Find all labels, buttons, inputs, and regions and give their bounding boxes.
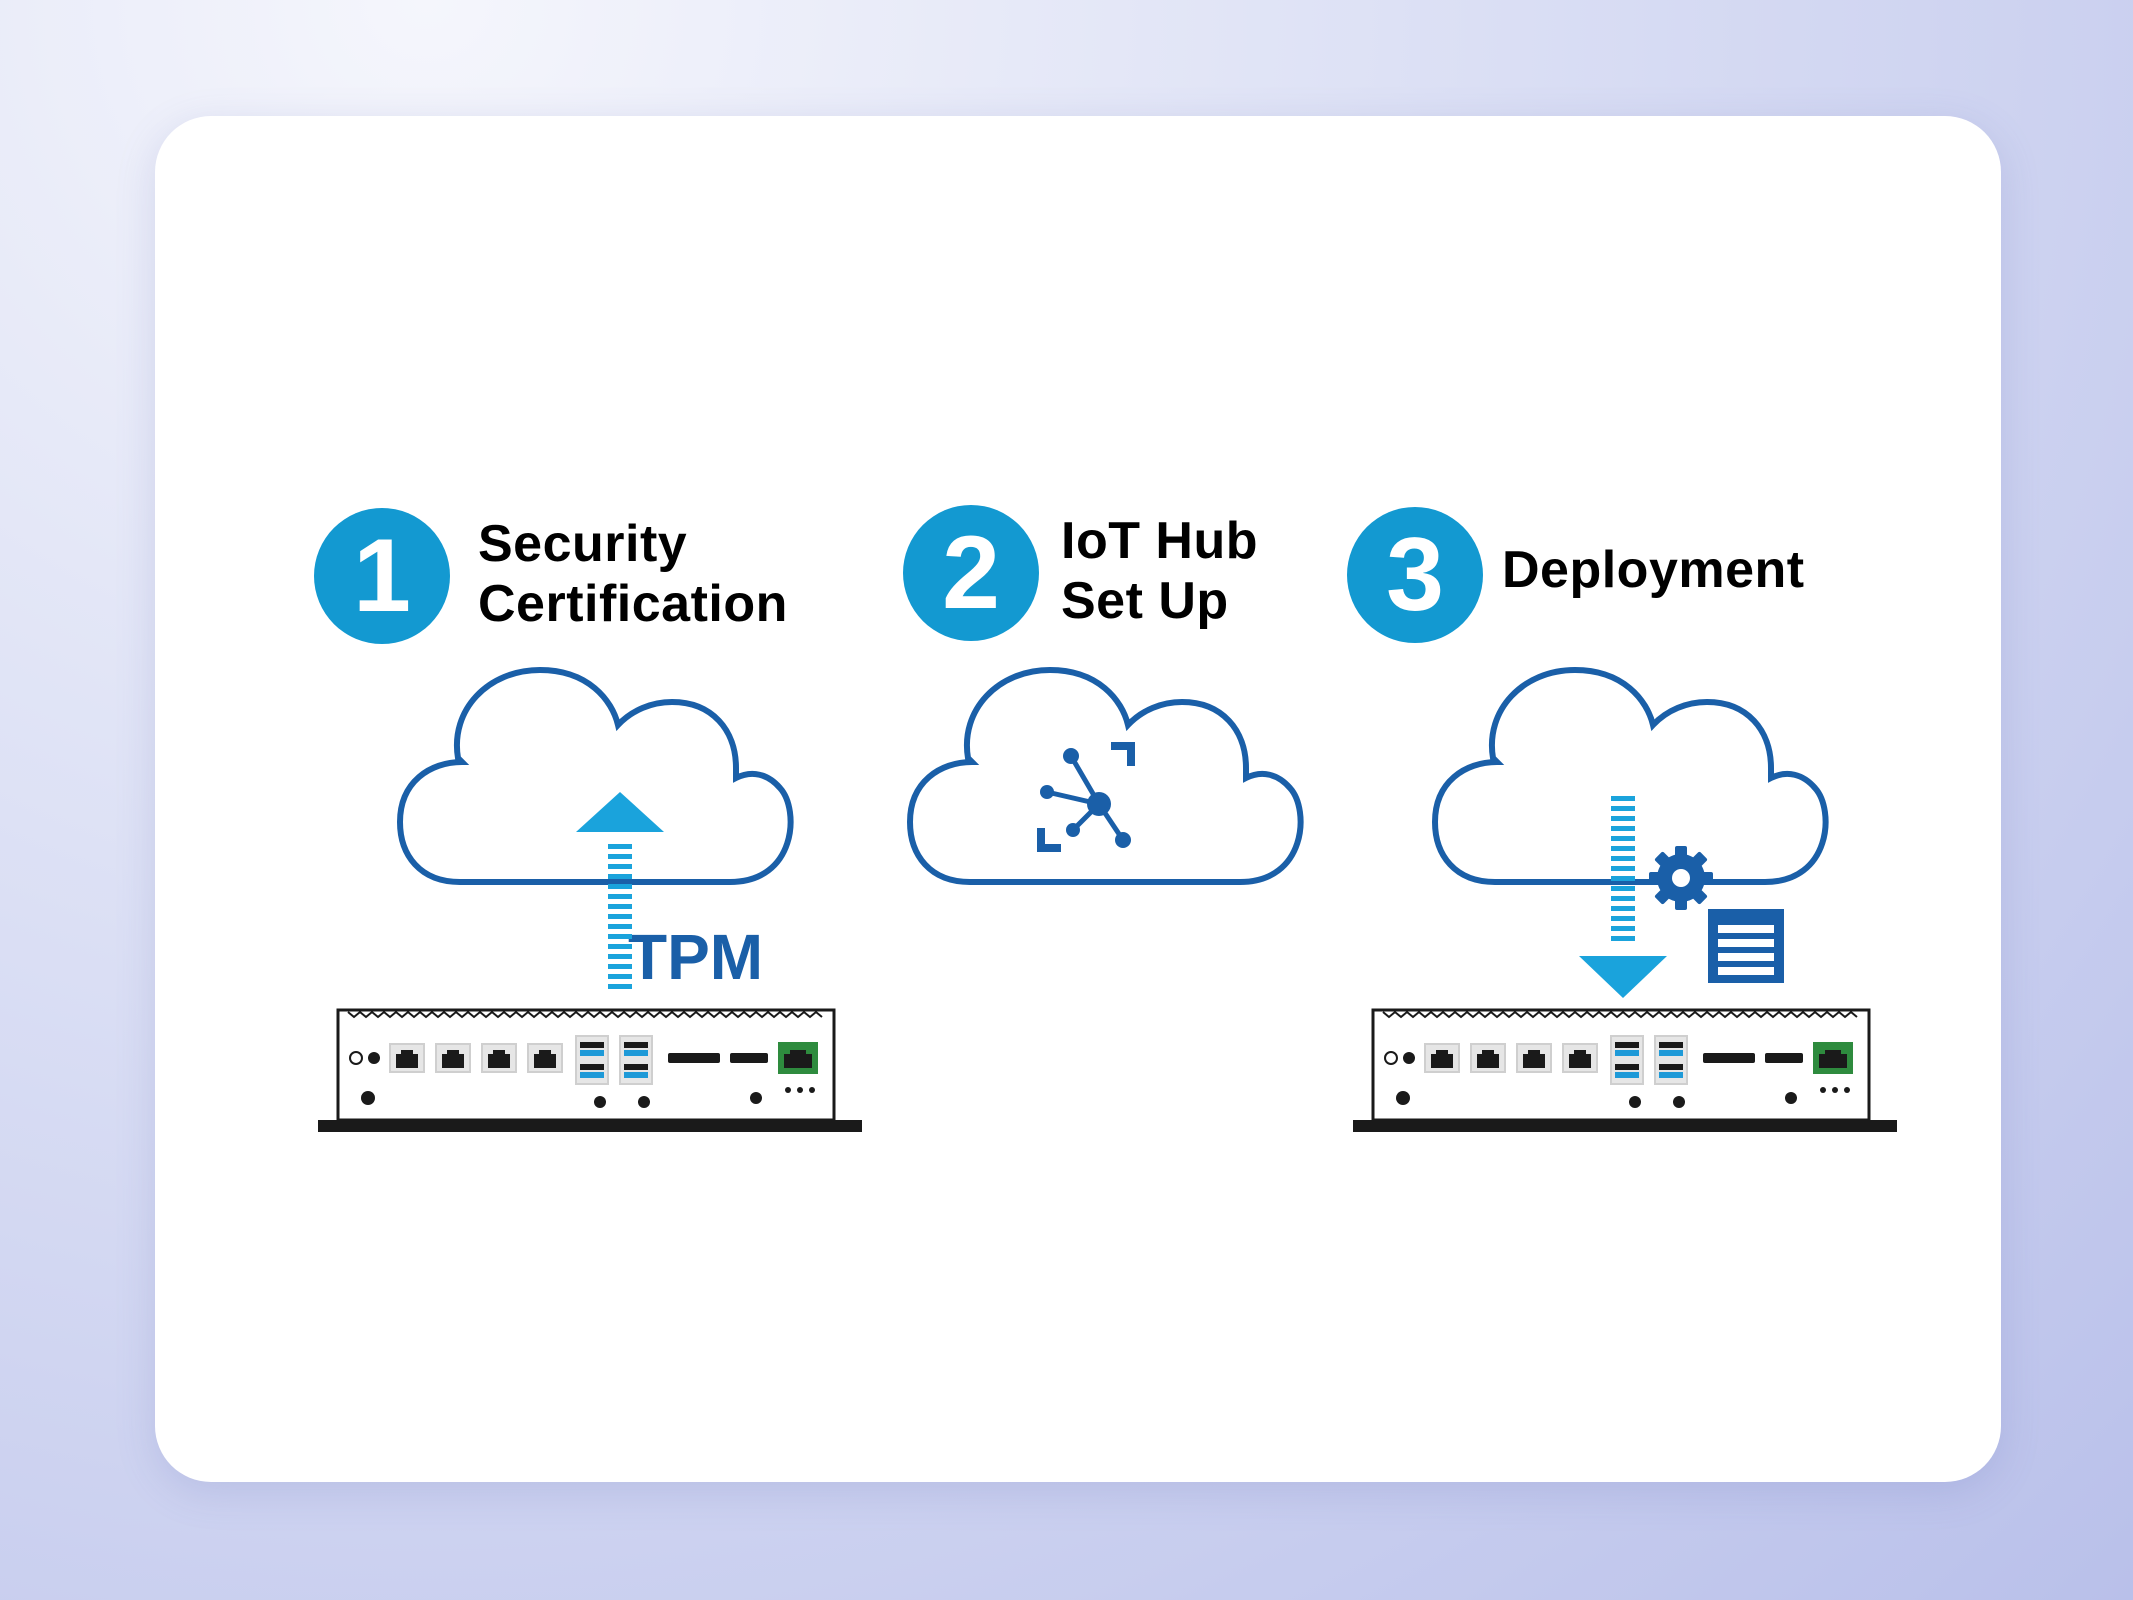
upload-arrow-icon <box>576 792 664 989</box>
step-3-title: Deployment <box>1502 540 1805 600</box>
gear-icon <box>1649 846 1713 910</box>
tpm-label: TPM <box>628 921 764 993</box>
step-3-edge-device <box>1351 1008 1899 1134</box>
download-arrow-icon <box>1579 796 1667 998</box>
step-1-number-badge: 1 <box>314 508 450 644</box>
step-2-title: IoT Hub Set Up <box>1061 511 1258 631</box>
step-2-title-line1: IoT Hub <box>1061 512 1259 570</box>
step-1-title-line2: Certification <box>478 575 788 633</box>
diagram-card: 1 Security Certification 2 IoT Hub Set U… <box>155 116 2001 1482</box>
step-1-title-line1: Security <box>478 515 688 573</box>
diagram-artwork <box>316 116 1899 1134</box>
step-2-cloud-icon <box>910 670 1301 882</box>
iot-hub-icon <box>1037 742 1135 852</box>
step-3-title-line1: Deployment <box>1502 541 1805 599</box>
step-1-edge-device <box>316 1008 864 1134</box>
step-1-title: Security Certification <box>478 514 788 634</box>
config-list-icon <box>1704 905 1788 987</box>
step-3-number-badge: 3 <box>1347 507 1483 643</box>
step-2-title-line2: Set Up <box>1061 572 1229 630</box>
step-1-cloud-icon <box>400 670 791 882</box>
step-2-number-badge: 2 <box>903 505 1039 641</box>
